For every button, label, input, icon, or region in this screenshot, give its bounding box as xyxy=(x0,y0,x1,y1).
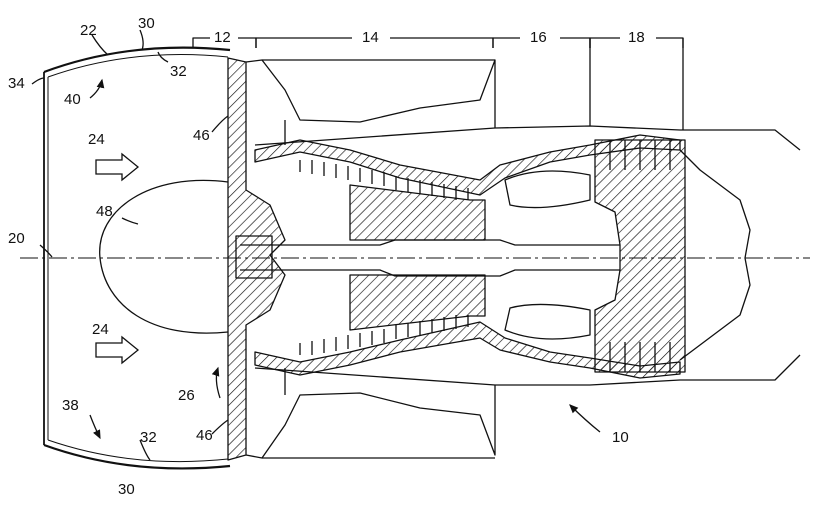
compressor-blades-top xyxy=(299,160,469,200)
exhaust-plug xyxy=(679,149,751,361)
label-26: 26 xyxy=(178,387,195,404)
label-20: 20 xyxy=(8,230,25,247)
compressor-rotor-top xyxy=(349,184,486,241)
nacelle-bottom-wall xyxy=(43,443,231,470)
compressor-blades-bottom xyxy=(299,315,469,355)
label-12: 12 xyxy=(214,29,231,46)
label-32-top: 32 xyxy=(170,63,187,80)
label-30-top: 30 xyxy=(138,15,155,32)
label-32-bottom: 32 xyxy=(140,429,157,446)
compressor-rotor-bottom xyxy=(349,274,486,331)
core-cowl-top xyxy=(254,125,801,151)
combustor-top xyxy=(504,170,591,209)
label-14: 14 xyxy=(362,29,379,46)
label-46-bottom: 46 xyxy=(196,427,213,444)
core-cowl-bottom xyxy=(254,354,801,386)
label-46-top: 46 xyxy=(193,127,210,144)
fan-blade xyxy=(227,57,286,461)
shaft-bearing xyxy=(235,235,273,279)
label-38: 38 xyxy=(62,397,79,414)
label-16: 16 xyxy=(530,29,547,46)
label-24-bottom: 24 xyxy=(92,321,109,338)
fan-casing-top xyxy=(245,59,496,128)
combustor-bottom xyxy=(504,303,591,340)
flow-arrow-bottom-icon xyxy=(95,335,140,365)
label-18: 18 xyxy=(628,29,645,46)
main-shaft xyxy=(240,239,620,277)
label-10: 10 xyxy=(612,429,629,446)
label-24-top: 24 xyxy=(88,131,105,148)
flow-arrow-top-icon xyxy=(95,152,140,182)
fan-casing-bottom xyxy=(245,385,496,459)
label-22: 22 xyxy=(80,22,97,39)
label-34: 34 xyxy=(8,75,25,92)
label-40: 40 xyxy=(64,91,81,108)
spinner-cone xyxy=(99,179,229,334)
turbine-disk xyxy=(594,139,686,373)
label-48: 48 xyxy=(96,203,113,220)
label-30-bottom: 30 xyxy=(118,481,135,498)
nacelle-top-wall xyxy=(43,46,231,74)
